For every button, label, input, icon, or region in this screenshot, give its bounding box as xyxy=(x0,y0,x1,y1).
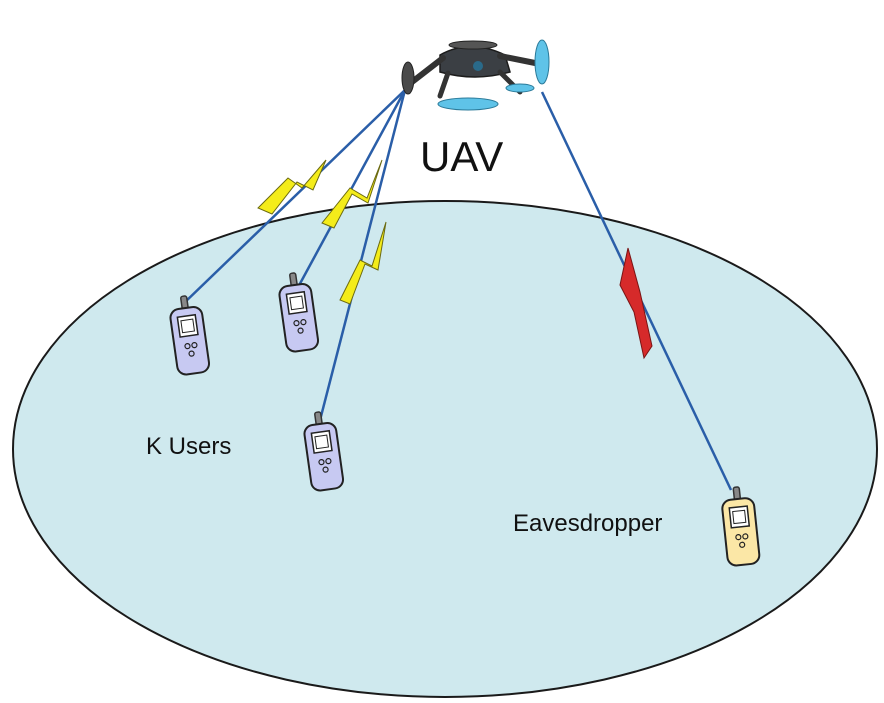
signal-bolt-2 xyxy=(321,159,383,229)
eavesdropping-bolt xyxy=(619,247,653,360)
signal-bolt-1 xyxy=(257,159,327,215)
link-user-3 xyxy=(316,89,407,429)
uav-label: UAV xyxy=(420,133,504,180)
signal-bolt-3 xyxy=(339,221,387,305)
eavesdropper-label: Eavesdropper xyxy=(513,510,663,537)
coverage-area xyxy=(12,200,878,698)
users-label: K Users xyxy=(146,433,232,460)
drone-icon xyxy=(401,39,550,111)
link-user-1 xyxy=(181,89,406,306)
legitimate-signal-bolts xyxy=(257,159,387,305)
